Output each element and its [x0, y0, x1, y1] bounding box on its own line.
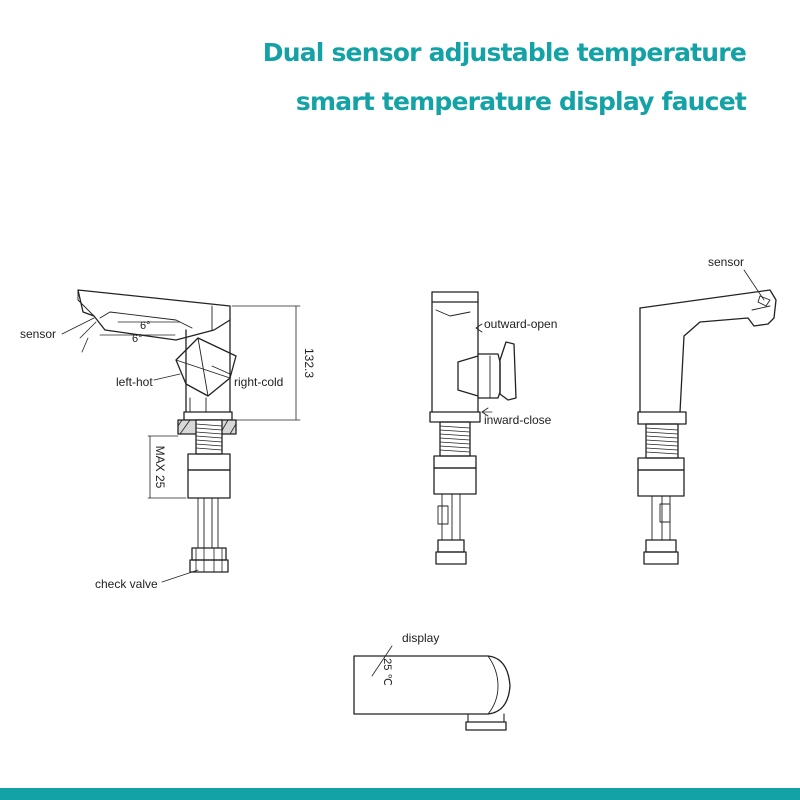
- label-check-valve: check valve: [95, 577, 158, 591]
- side-lever-handle: [175, 337, 237, 397]
- title-line-1: Dual sensor adjustable temperature: [262, 38, 747, 67]
- front-nut: [433, 455, 477, 469]
- label-outward-open: outward-open: [484, 317, 557, 331]
- rear-spout: [639, 289, 777, 413]
- front-body: [431, 301, 479, 413]
- front-check-valve: [437, 539, 465, 553]
- side-spout: [77, 289, 231, 341]
- front-lever: [499, 341, 517, 401]
- top-body: [353, 655, 511, 715]
- top-view: display 25 ℃: [353, 631, 511, 731]
- rear-hoses: [651, 495, 671, 541]
- front-view: outward-open inward-close: [429, 291, 557, 565]
- rear-check-valve: [645, 539, 677, 553]
- front-lock-ring: [433, 467, 477, 495]
- side-nut: [187, 453, 231, 471]
- side-base: [183, 411, 233, 421]
- rear-nut: [637, 457, 685, 471]
- label-right-cold: right-cold: [234, 375, 283, 389]
- top-base: [465, 721, 507, 731]
- rear-view: sensor: [637, 255, 777, 565]
- side-view: 6° 6° 132.3 MAX 25 sens: [20, 289, 316, 591]
- angle-bottom-label: 6°: [132, 333, 143, 345]
- dimension-max: MAX 25: [153, 446, 167, 489]
- label-display: display: [402, 631, 439, 645]
- bottom-accent-bar: [0, 788, 800, 800]
- side-lock-ring: [187, 469, 231, 499]
- front-handle-boss: [457, 355, 479, 397]
- front-hoses: [441, 493, 461, 541]
- side-check-valve: [191, 547, 227, 561]
- label-left-hot: left-hot: [116, 375, 153, 389]
- label-rear-sensor: sensor: [708, 255, 744, 269]
- label-inward-close: inward-close: [484, 413, 552, 427]
- label-side-sensor: sensor: [20, 327, 56, 341]
- front-base: [429, 411, 481, 423]
- side-hoses: [197, 497, 219, 549]
- rear-lock-ring: [637, 469, 685, 497]
- front-spout-top: [431, 291, 479, 303]
- title-line-2: smart temperature display faucet: [295, 87, 747, 116]
- dimension-height: 132.3: [302, 348, 316, 378]
- side-body: [185, 319, 231, 413]
- angle-top-label: 6°: [140, 320, 151, 332]
- rear-base: [637, 411, 687, 425]
- display-reading: 25 ℃: [381, 658, 393, 686]
